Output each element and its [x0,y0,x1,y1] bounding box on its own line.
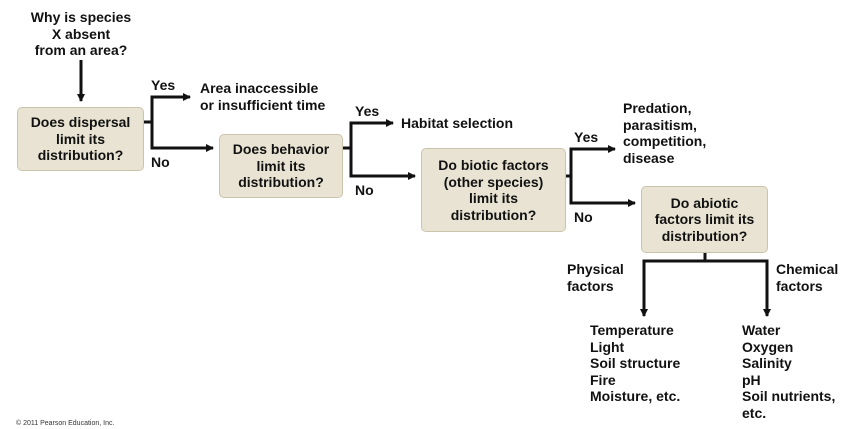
biotic-no-label: No [574,209,593,225]
dispersal-yes-label: Yes [151,77,176,93]
arrow-biotic-no [566,174,636,207]
node-abiotic: Do abiotic factors limit its distributio… [641,186,768,253]
biotic-yes-label: Yes [574,129,599,145]
start-question: Why is species X absent from an area? [30,9,132,58]
arrow-behavior-no [343,146,416,180]
physical-factors-label: Physical factors [567,261,624,294]
arrow-dispersal-no [144,120,214,152]
behavior-no-label: No [355,182,374,198]
copyright-notice: © 2011 Pearson Education, Inc. [16,420,115,427]
node-behavior-label: Does behavior limit its distribution? [232,141,330,191]
outcome-physical-list: Temperature Light Soil structure Fire Mo… [590,322,681,404]
dispersal-no-label: No [151,154,170,170]
outcome-biotic-yes: Predation, parasitism, competition, dise… [623,100,707,166]
node-behavior: Does behavior limit its distribution? [219,134,343,198]
node-abiotic-label: Do abiotic factors limit its distributio… [654,194,755,244]
outcome-behavior-yes: Habitat selection [401,115,514,131]
chemical-factors-label: Chemical factors [776,261,839,294]
arrow-chemical [705,259,771,317]
behavior-yes-label: Yes [355,103,380,119]
outcome-dispersal-yes: Area inaccessible or insufficient time [200,80,326,113]
node-dispersal-label: Does dispersal limit its distribution? [30,114,131,164]
outcome-chemical-list: Water Oxygen Salinity pH Soil nutrients,… [742,322,836,421]
arrow-biotic-yes [566,145,616,178]
node-dispersal: Does dispersal limit its distribution? [17,107,144,171]
node-biotic-label: Do biotic factors (other species) limit … [438,157,549,223]
arrow-dispersal-yes [144,93,191,124]
arrow-behavior-yes [343,119,394,150]
node-biotic: Do biotic factors (other species) limit … [421,148,566,232]
arrow-physical [640,259,705,317]
